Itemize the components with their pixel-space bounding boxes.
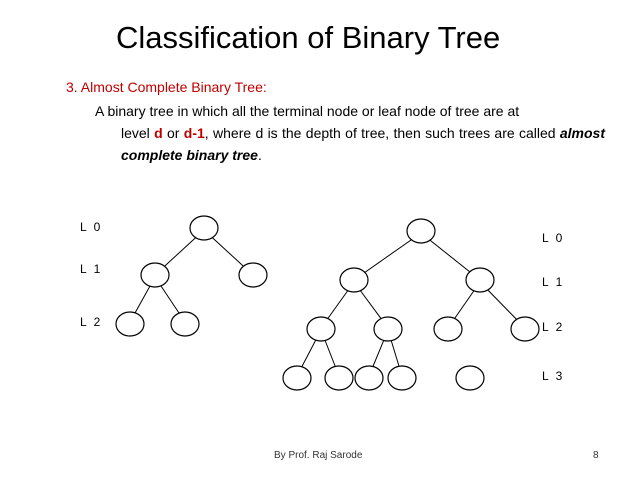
tree-node xyxy=(324,365,354,391)
section-heading: 3. Almost Complete Binary Tree: xyxy=(66,79,267,95)
tree-node xyxy=(339,267,369,293)
tree-node xyxy=(455,365,485,391)
tree-node xyxy=(354,365,384,391)
tree-node xyxy=(282,365,312,391)
page-number: 8 xyxy=(593,450,599,461)
definition-or: or xyxy=(162,125,184,141)
tree-node xyxy=(306,316,336,342)
tree-node xyxy=(140,262,170,288)
tree-node xyxy=(238,262,268,288)
left-level-label: L 2 xyxy=(80,315,102,329)
depth-d: d xyxy=(154,125,163,141)
tree-node xyxy=(373,316,403,342)
tree-node xyxy=(510,316,540,342)
tree-node xyxy=(387,365,417,391)
tree-node xyxy=(189,215,219,241)
left-level-label: L 0 xyxy=(80,220,102,234)
tree-edges xyxy=(129,229,526,377)
definition-body: level d or d-1, where d is the depth of … xyxy=(95,122,605,166)
slide-title: Classification of Binary Tree xyxy=(116,20,501,55)
right-level-label: L 1 xyxy=(542,275,564,289)
tree-node xyxy=(433,316,463,342)
tree-node xyxy=(115,311,145,337)
right-level-label: L 2 xyxy=(542,320,564,334)
tree-nodes xyxy=(115,215,540,391)
definition-paragraph: A binary tree in which all the terminal … xyxy=(95,100,605,166)
tree-node xyxy=(406,218,436,244)
right-level-label: L 0 xyxy=(542,231,564,245)
definition-level-text: level xyxy=(121,125,155,141)
tree-node xyxy=(170,311,200,337)
depth-d-minus-1: d-1 xyxy=(183,125,205,141)
left-level-label: L 1 xyxy=(80,262,102,276)
tree-node xyxy=(465,267,495,293)
footer-author: By Prof. Raj Sarode xyxy=(274,450,363,461)
definition-lead: A binary tree in which all the terminal … xyxy=(95,103,520,119)
term-almost-complete: almost complete binary tree xyxy=(121,125,605,163)
definition-end: . xyxy=(257,147,262,163)
right-level-label: L 3 xyxy=(542,369,564,383)
definition-rest: , where d is the depth of tree, then suc… xyxy=(204,125,560,141)
